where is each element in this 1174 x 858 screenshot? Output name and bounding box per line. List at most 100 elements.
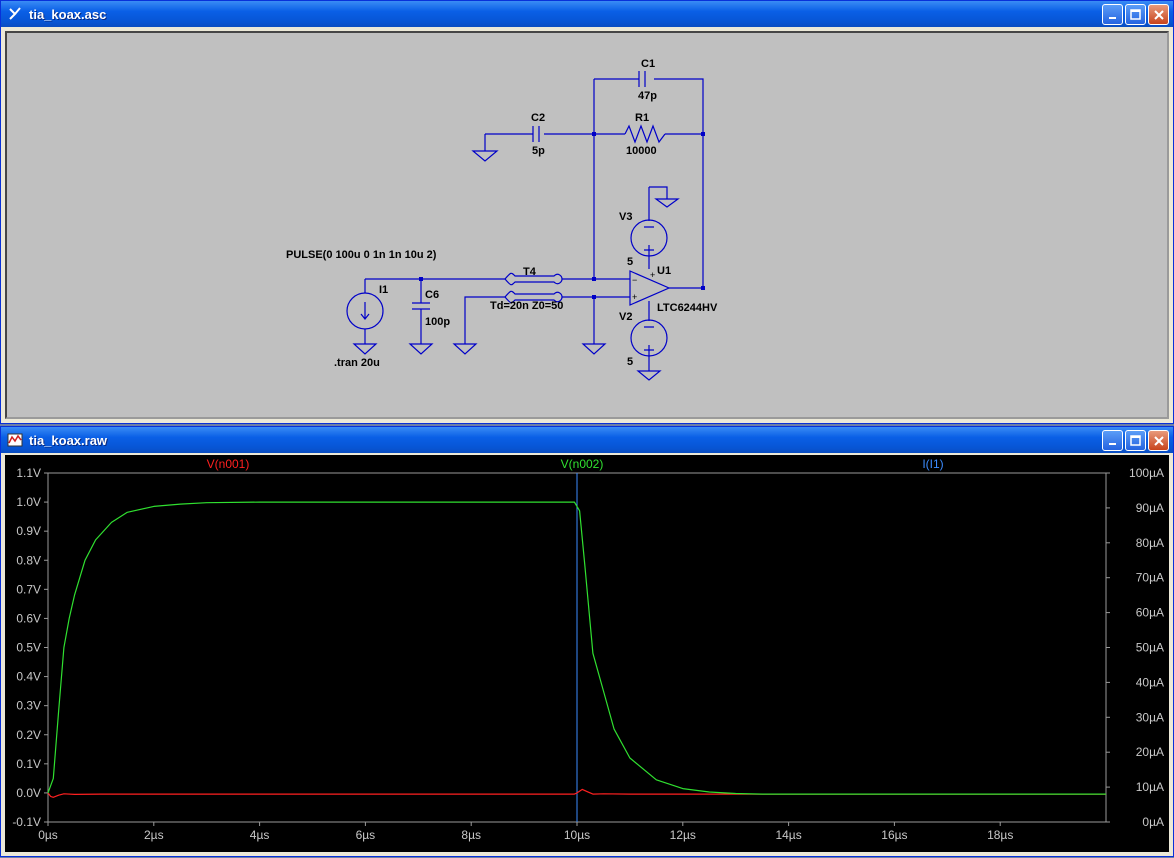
close-icon bbox=[1153, 9, 1164, 20]
y-tick-label: -0.1V bbox=[12, 815, 41, 829]
tline-t4-top2 bbox=[504, 278, 563, 286]
y-tick-label: 0.5V bbox=[16, 641, 41, 655]
r1-label: R1 bbox=[635, 112, 649, 124]
wire-opamp-inputs bbox=[594, 278, 630, 298]
tran-directive[interactable]: .tran 20u bbox=[334, 357, 380, 369]
waveform-titlebar[interactable]: tia_koax.raw bbox=[1, 427, 1173, 453]
resistor-r1 bbox=[624, 124, 666, 144]
trace-line-2 bbox=[47, 501, 1106, 795]
schematic-drawing: C1 47p C2 5p R1 10000 V3 5 U1 LTC6244HV … bbox=[286, 58, 718, 381]
v2-value: 5 bbox=[627, 356, 633, 368]
v3-polarity bbox=[644, 226, 654, 255]
t4-value: Td=20n Z0=50 bbox=[490, 300, 563, 312]
v3-label: V3 bbox=[619, 211, 632, 223]
y-tick-label: 0.6V bbox=[16, 611, 41, 625]
opamp-plus-sign: + bbox=[632, 292, 637, 302]
trace-label-1[interactable]: V(n001) bbox=[207, 457, 250, 471]
minimize-icon bbox=[1108, 16, 1116, 19]
y2-tick-label: 50µA bbox=[1136, 641, 1164, 655]
opamp-supply-plus: + bbox=[650, 270, 655, 280]
wire-tline-return bbox=[464, 296, 594, 344]
maximize-button[interactable] bbox=[1125, 4, 1146, 25]
c6-value: 100p bbox=[425, 316, 450, 328]
ground-tline bbox=[452, 343, 478, 355]
tline-t4-bot2 bbox=[504, 296, 563, 304]
u1-value: LTC6244HV bbox=[657, 302, 718, 314]
y2-tick-label: 30µA bbox=[1136, 710, 1164, 724]
y-tick-label: 0.3V bbox=[16, 699, 41, 713]
ground-c2 bbox=[471, 150, 499, 162]
x-tick-label: 12µs bbox=[670, 828, 696, 842]
c2-label: C2 bbox=[531, 112, 545, 124]
minimize-icon bbox=[1108, 442, 1116, 445]
x-tick-label: 2µs bbox=[144, 828, 164, 842]
i1-value: PULSE(0 100u 0 1n 1n 10u 2) bbox=[286, 249, 437, 261]
close-button[interactable] bbox=[1148, 4, 1169, 25]
y2-tick-label: 90µA bbox=[1136, 501, 1164, 515]
close-icon bbox=[1153, 435, 1164, 446]
close-button[interactable] bbox=[1148, 430, 1169, 451]
y2-tick-label: 0µA bbox=[1142, 815, 1164, 829]
y2-tick-label: 80µA bbox=[1136, 536, 1164, 550]
c6-label: C6 bbox=[425, 289, 439, 301]
tline-t4-bot bbox=[504, 290, 563, 298]
i1-arrow bbox=[360, 302, 370, 320]
capacitor-c1 bbox=[638, 71, 646, 87]
opamp-minus-sign: − bbox=[632, 275, 637, 285]
wire-v3 bbox=[648, 186, 668, 269]
ground-v3 bbox=[654, 198, 680, 208]
c1-label: C1 bbox=[641, 58, 655, 70]
ground-v2 bbox=[636, 370, 662, 381]
y2-tick-label: 100µA bbox=[1129, 466, 1164, 480]
x-tick-label: 18µs bbox=[987, 828, 1013, 842]
c1-value: 47p bbox=[638, 90, 657, 102]
x-tick-label: 16µs bbox=[881, 828, 907, 842]
wire-c1-loop bbox=[594, 78, 704, 289]
window-title: tia_koax.raw bbox=[29, 432, 108, 448]
y-tick-label: 0.4V bbox=[16, 670, 41, 684]
x-tick-label: 8µs bbox=[461, 828, 481, 842]
c2-value: 5p bbox=[532, 145, 545, 157]
minimize-button[interactable] bbox=[1102, 4, 1123, 25]
y2-tick-label: 10µA bbox=[1136, 780, 1164, 794]
capacitor-c2 bbox=[532, 126, 540, 142]
y2-tick-label: 70µA bbox=[1136, 571, 1164, 585]
v2-polarity bbox=[644, 326, 654, 355]
x-tick-label: 6µs bbox=[356, 828, 376, 842]
voltage-source-v3 bbox=[630, 219, 668, 257]
schematic-titlebar[interactable]: tia_koax.asc bbox=[1, 1, 1173, 27]
minimize-button[interactable] bbox=[1102, 430, 1123, 451]
current-source-i1 bbox=[346, 292, 384, 330]
ground-i1 bbox=[352, 343, 378, 355]
x-tick-label: 4µs bbox=[250, 828, 270, 842]
y2-tick-label: 40µA bbox=[1136, 675, 1164, 689]
y-tick-label: 1.0V bbox=[16, 495, 41, 509]
v2-label: V2 bbox=[619, 311, 632, 323]
trace-label-2[interactable]: V(n002) bbox=[561, 457, 604, 471]
y-tick-label: 0.8V bbox=[16, 553, 41, 567]
tline-t4-top bbox=[504, 272, 563, 280]
trace-label-3[interactable]: I(I1) bbox=[922, 457, 943, 471]
maximize-icon bbox=[1130, 9, 1141, 20]
x-tick-label: 14µs bbox=[775, 828, 801, 842]
wire-c2-row bbox=[484, 133, 703, 151]
schematic-window: tia_koax.asc bbox=[0, 0, 1174, 424]
t4-label: T4 bbox=[523, 266, 537, 278]
y-tick-label: 1.1V bbox=[16, 466, 41, 480]
u1-label: U1 bbox=[657, 265, 671, 277]
r1-value: 10000 bbox=[626, 145, 657, 157]
ground-c6 bbox=[408, 343, 434, 355]
schematic-canvas[interactable]: C1 47p C2 5p R1 10000 V3 5 U1 LTC6244HV … bbox=[5, 31, 1169, 419]
waveform-icon bbox=[7, 433, 23, 447]
maximize-button[interactable] bbox=[1125, 430, 1146, 451]
x-tick-label: 10µs bbox=[564, 828, 590, 842]
capacitor-c6 bbox=[412, 279, 430, 344]
i1-label: I1 bbox=[379, 284, 388, 296]
y2-tick-label: 60µA bbox=[1136, 606, 1164, 620]
opamp-u1 bbox=[629, 270, 671, 306]
ground-noninv bbox=[581, 343, 607, 355]
y2-tick-label: 20µA bbox=[1136, 745, 1164, 759]
